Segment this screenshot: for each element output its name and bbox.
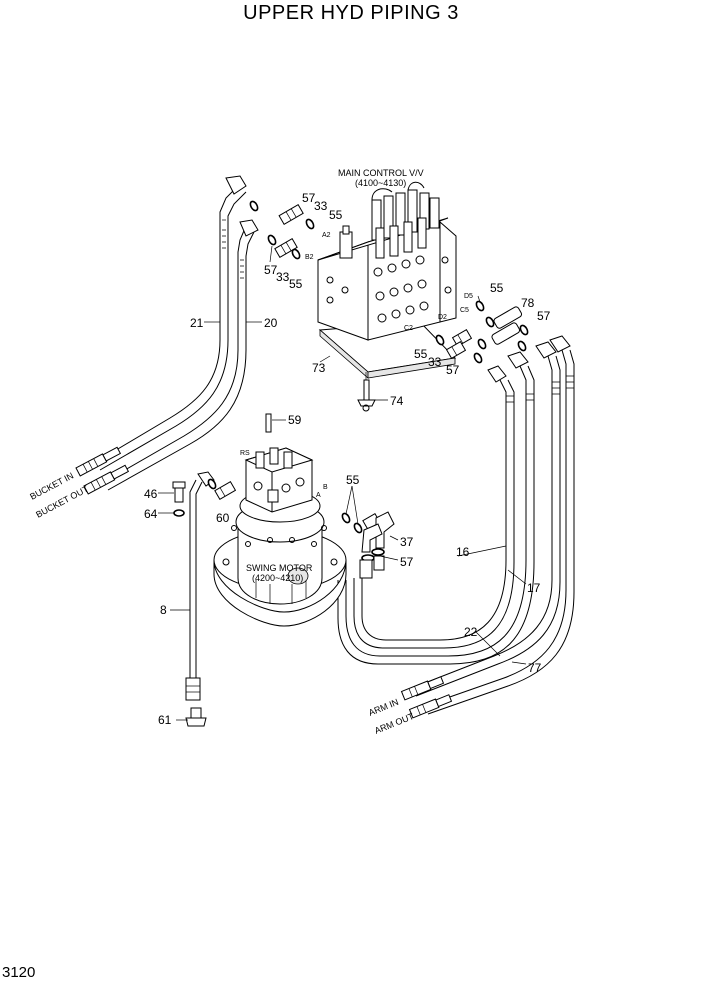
part-64: 64 (144, 507, 158, 521)
valve-ports (326, 255, 452, 323)
fittings-upper-left (249, 200, 315, 260)
part-20: 20 (264, 316, 278, 330)
swing-motor: SWING MOTOR (4200~4210) RS A B (213, 447, 347, 627)
part-33-top: 33 (314, 199, 328, 213)
part-17: 17 (527, 581, 541, 595)
arm-in-label: ARM IN (367, 697, 400, 718)
leader-lines (158, 245, 527, 721)
part-77: 77 (528, 661, 542, 675)
swing-motor-range: (4200~4210) (252, 573, 303, 583)
part-46: 46 (144, 487, 158, 501)
main-control-valve-range: (4100~4130) (355, 178, 406, 188)
plug-61 (185, 707, 207, 727)
part-57-mid: 57 (264, 263, 278, 277)
part-33-low: 33 (428, 355, 442, 369)
spool-caps (371, 181, 440, 259)
port-d2: D2 (438, 314, 447, 321)
arm-hose-ends: ARM IN ARM OUT (367, 676, 453, 736)
part-55-low: 55 (414, 347, 428, 361)
part-59: 59 (288, 413, 302, 427)
port-a: A (316, 492, 321, 499)
part-55-motor: 55 (346, 473, 360, 487)
port-b: B (323, 484, 328, 491)
part-16: 16 (456, 545, 470, 559)
part-55-right: 55 (490, 281, 504, 295)
fittings-motor (341, 511, 395, 579)
valve-right-face (439, 220, 457, 323)
hose-21 (95, 175, 247, 471)
hose-22 (411, 341, 561, 697)
part-57-motor: 57 (400, 555, 414, 569)
arm-out-label: ARM OUT (373, 711, 416, 736)
port-c2: C2 (404, 325, 413, 332)
port-d5: D5 (464, 293, 473, 300)
fittings-right (435, 300, 529, 364)
hose-20 (103, 219, 259, 491)
port-a2: A2 (322, 232, 331, 239)
bolt-74 (357, 372, 376, 412)
part-number-labels: 57 33 55 57 33 55 21 20 55 78 57 55 33 5… (144, 191, 551, 727)
part-73: 73 (312, 361, 326, 375)
part-22: 22 (464, 625, 478, 639)
part-33-mid: 33 (276, 270, 290, 284)
swing-motor-label: SWING MOTOR (246, 563, 313, 573)
port-rs: RS (240, 450, 250, 457)
part-74: 74 (390, 394, 404, 408)
part-57-top: 57 (302, 191, 316, 205)
part-60: 60 (216, 511, 230, 525)
port-c5: C5 (460, 307, 469, 314)
part-78: 78 (521, 296, 535, 310)
plug-59 (265, 413, 272, 433)
part-57-low: 57 (446, 363, 460, 377)
part-21: 21 (190, 316, 204, 330)
part-8: 8 (160, 603, 167, 617)
hose-16 (353, 365, 515, 649)
part-57-right: 57 (537, 309, 551, 323)
part-55-top: 55 (329, 208, 343, 222)
relief-valve (339, 231, 353, 259)
part-61: 61 (158, 713, 172, 727)
bucket-hose-ends: BUCKET IN BUCKET OUT (28, 446, 130, 520)
port-b2: B2 (305, 254, 314, 261)
main-control-valve: MAIN CONTROL V/V (4100~4130) A2 B2 D5 C5… (305, 168, 473, 379)
main-control-valve-label: MAIN CONTROL V/V (338, 168, 424, 178)
page-title: UPPER HYD PIPING 3 (243, 2, 459, 24)
drain-fittings (172, 471, 237, 517)
hose-77 (423, 335, 575, 715)
part-55-mid: 55 (289, 277, 303, 291)
page-number: 3120 (2, 964, 36, 981)
part-37: 37 (400, 535, 414, 549)
hose-8 (185, 479, 203, 701)
hose-17 (337, 351, 535, 665)
